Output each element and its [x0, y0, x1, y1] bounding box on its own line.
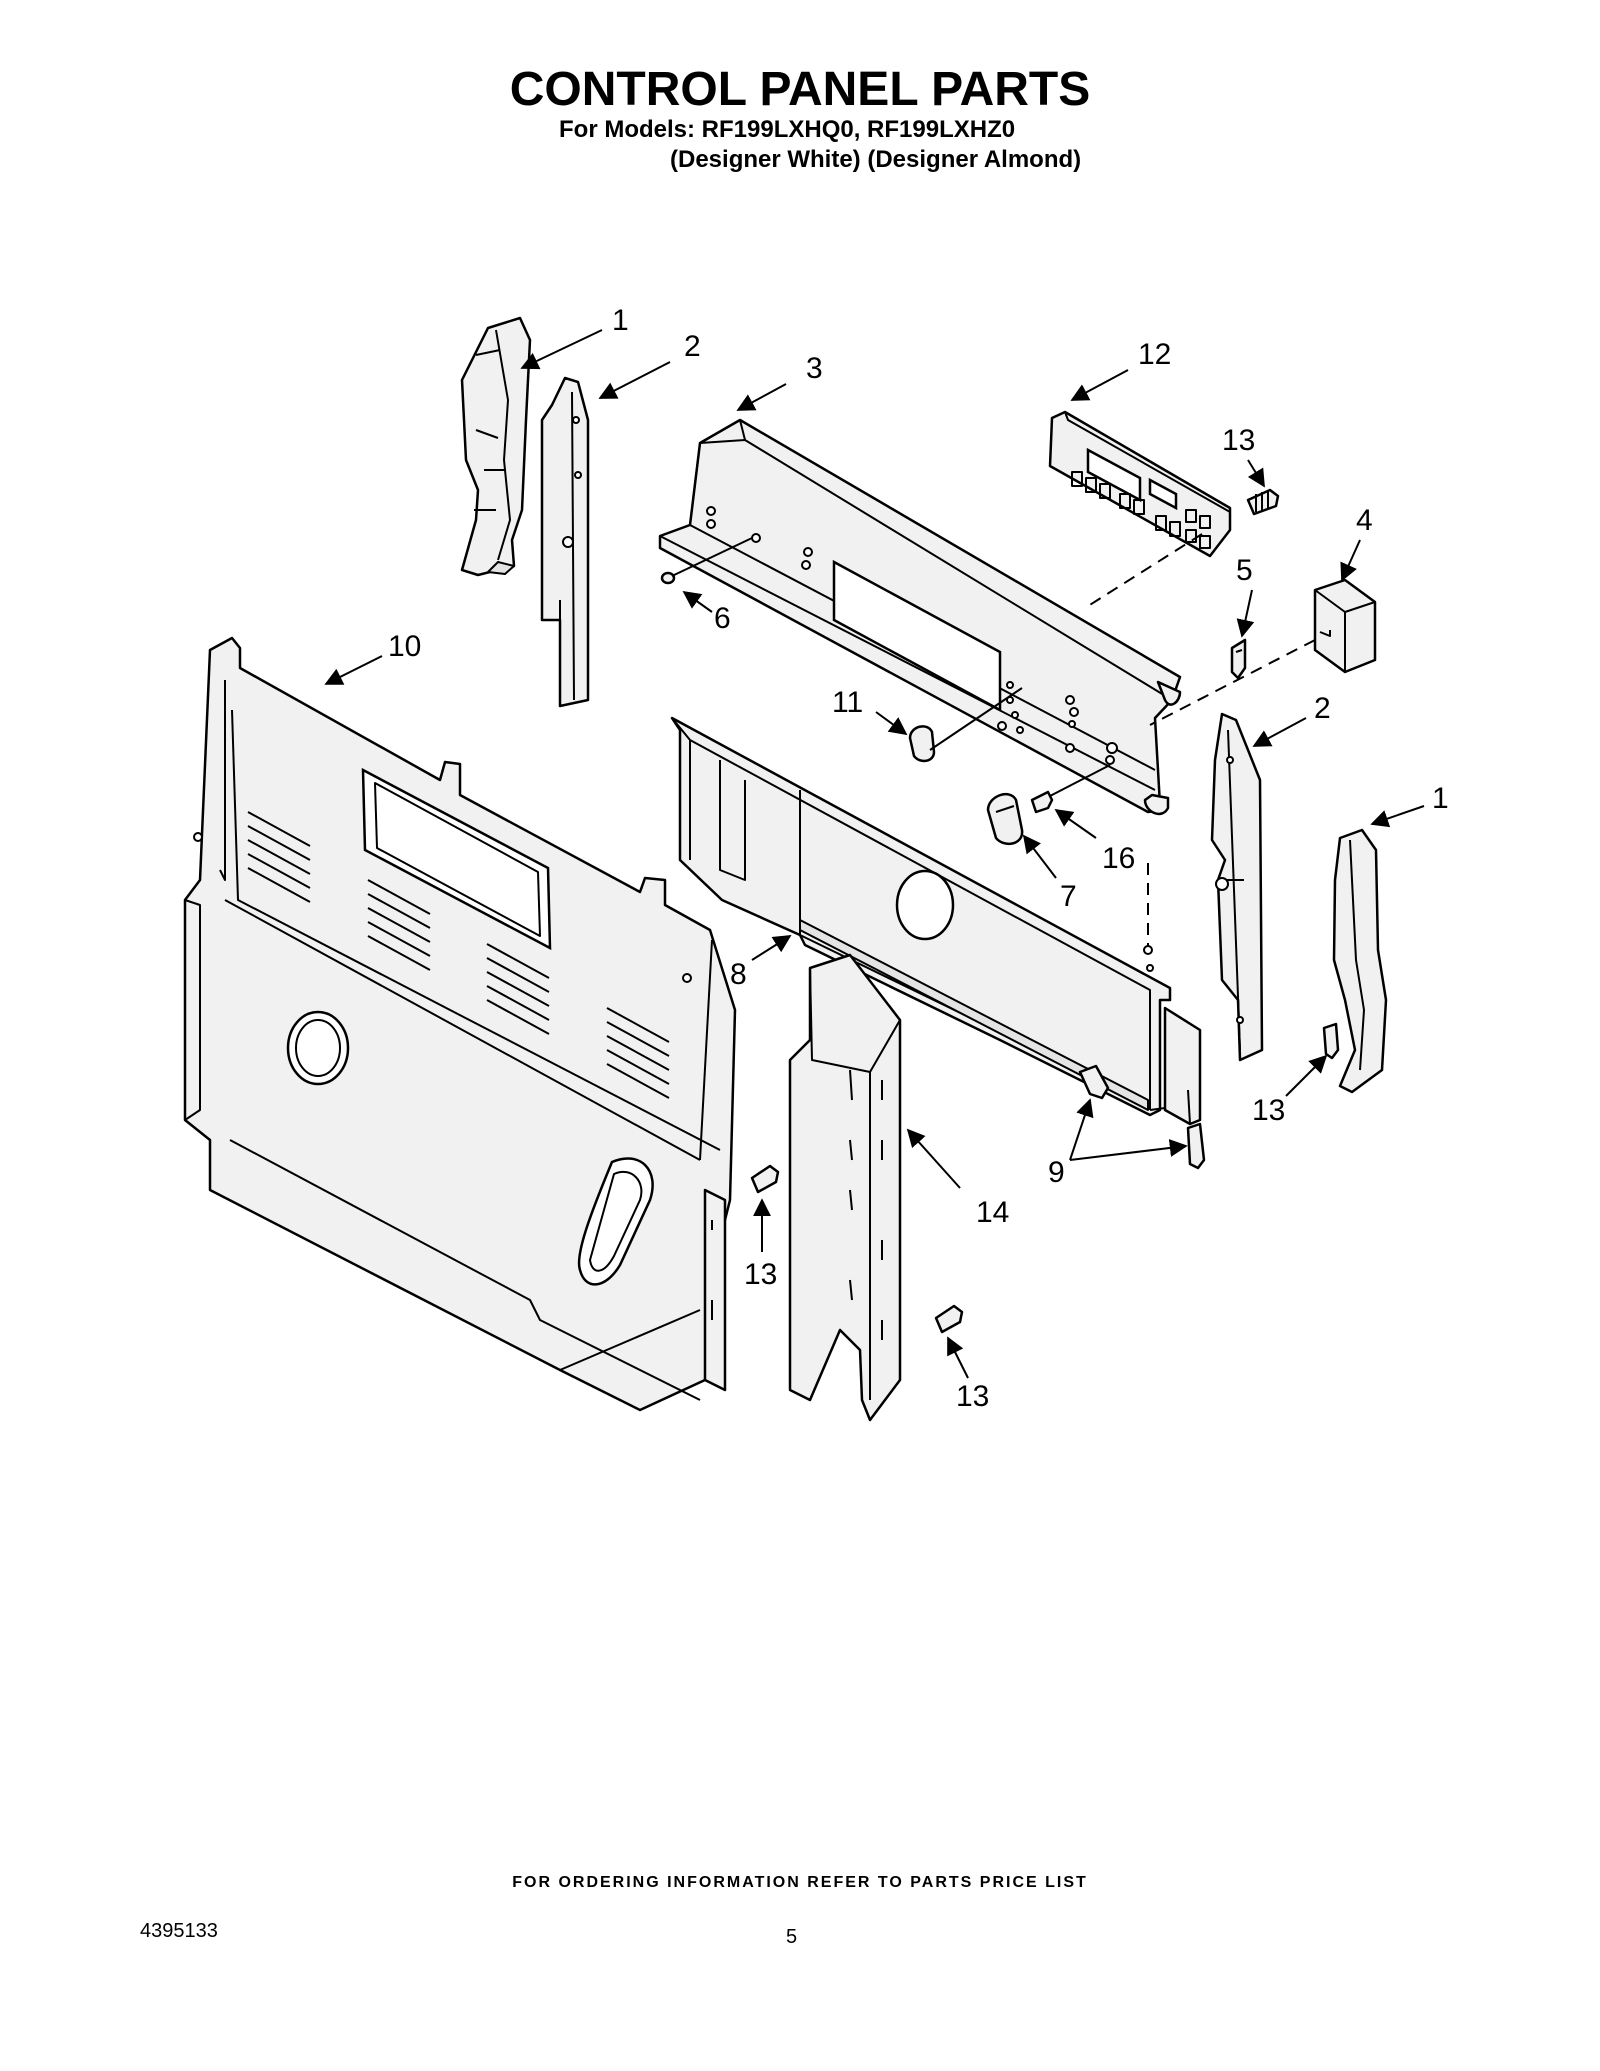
- document-number: 4395133: [140, 1920, 218, 1942]
- leader-arrows: [324, 329, 1425, 1379]
- part-9-screws: [1078, 1064, 1206, 1170]
- part-3-console: [658, 418, 1182, 816]
- part-2-right-bracket: [1210, 712, 1264, 1062]
- callout-2-right: 2: [1314, 692, 1331, 725]
- part-13-screw-bottom: [934, 1304, 964, 1334]
- part-6-screw: [660, 571, 676, 585]
- part-12-display-board: [1048, 410, 1232, 558]
- part-13-screw-left: [750, 1164, 780, 1194]
- page-number: 5: [786, 1926, 798, 1948]
- part-13-screw-top: [1246, 488, 1280, 516]
- callout-12: 12: [1138, 338, 1171, 371]
- models-line: For Models: RF199LXHQ0, RF199LXHZ0: [559, 116, 1016, 143]
- part-5-clip: [1230, 638, 1247, 680]
- callout-2-top: 2: [684, 330, 701, 363]
- callout-5: 5: [1236, 554, 1253, 587]
- part-13-screw-right: [1322, 1022, 1340, 1060]
- callout-9: 9: [1048, 1156, 1065, 1189]
- callout-13-bottom: 13: [956, 1380, 989, 1413]
- callout-1-top: 1: [612, 304, 629, 337]
- callout-13-top: 13: [1222, 424, 1255, 457]
- callout-6: 6: [714, 602, 731, 635]
- callout-13-left: 13: [744, 1258, 777, 1291]
- ordering-note: FOR ORDERING INFORMATION REFER TO PARTS …: [512, 1874, 1088, 1891]
- part-7-knob: [986, 792, 1024, 846]
- callout-1-right: 1: [1432, 782, 1449, 815]
- callout-7: 7: [1060, 880, 1077, 913]
- part-16-screw: [1030, 790, 1054, 814]
- callout-10: 10: [388, 630, 421, 663]
- callout-13-right: 13: [1252, 1094, 1285, 1127]
- part-14-channel: [788, 953, 902, 1422]
- callout-labels: 1 2 3 12 13 4 5 6 10 11 2 1 16 7 8 13 9 …: [388, 304, 1449, 1413]
- callout-4: 4: [1356, 504, 1373, 537]
- part-1-left-endcap: [460, 316, 532, 577]
- part-11-knob: [908, 725, 936, 763]
- callout-14: 14: [976, 1196, 1009, 1229]
- part-10-rear-panel: [183, 636, 737, 1412]
- page-title: CONTROL PANEL PARTS: [509, 63, 1091, 116]
- callout-3: 3: [806, 352, 823, 385]
- part-2-left-bracket: [540, 376, 590, 708]
- part-1-right-endcap: [1332, 828, 1388, 1094]
- callout-16: 16: [1102, 842, 1135, 875]
- callout-8: 8: [730, 958, 747, 991]
- colors-line: (Designer White) (Designer Almond): [670, 146, 1082, 173]
- part-8-panel-frame: [670, 716, 1202, 1126]
- callout-11: 11: [832, 686, 863, 719]
- assembly-lines: [671, 533, 1316, 1125]
- part-4-block: [1313, 578, 1377, 674]
